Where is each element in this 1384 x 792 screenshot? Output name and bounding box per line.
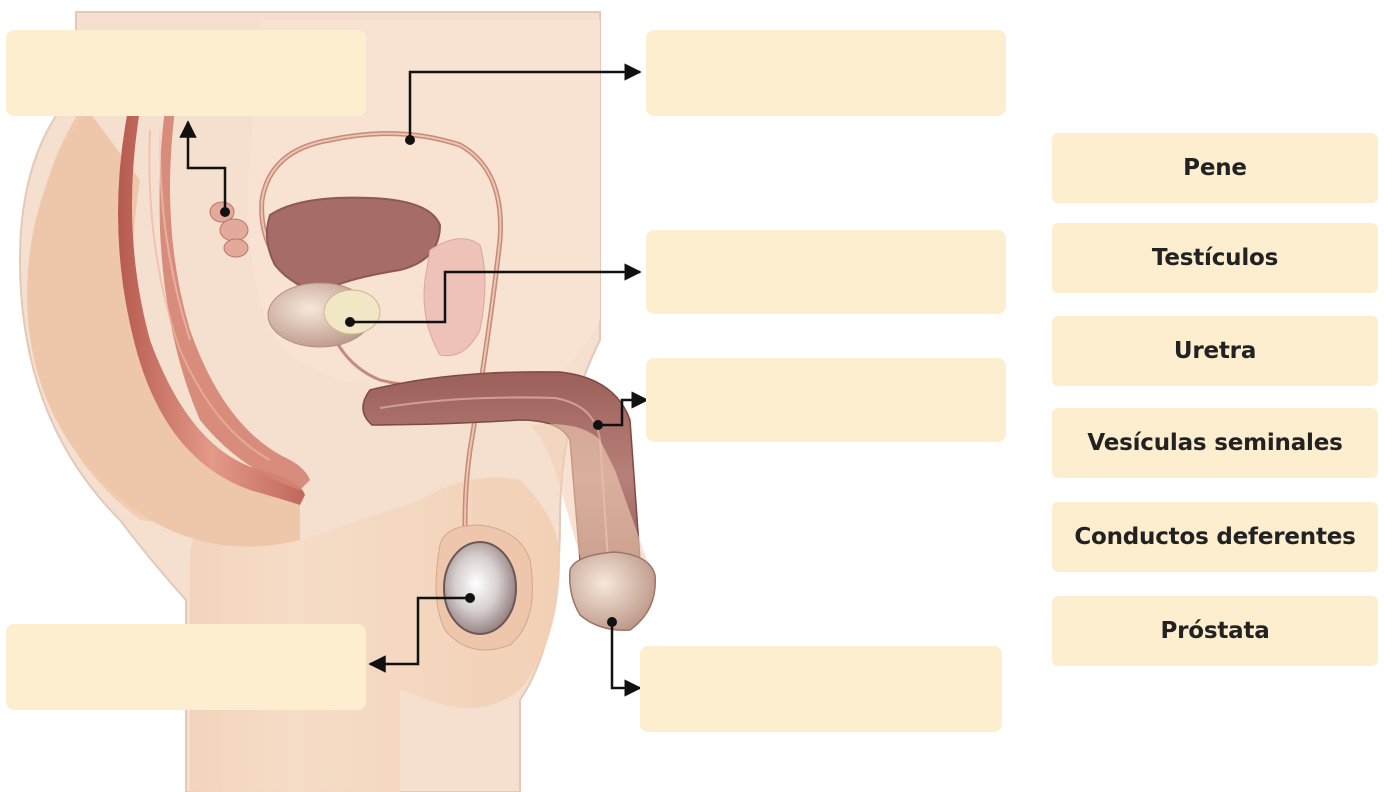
answer-box-top-left[interactable] [6,30,366,116]
word-chip-conductos-deferentes[interactable]: Conductos deferentes [1052,502,1378,572]
answer-box-bottom-right[interactable] [640,646,1002,732]
pubic-bone [424,239,485,356]
word-chip-prostata[interactable]: Próstata [1052,596,1378,666]
testis [444,542,516,634]
leader-penis [612,622,640,688]
answer-box-penis-upper[interactable] [646,358,1006,442]
word-chip-testiculos[interactable]: Testículos [1052,223,1378,293]
answer-box-mid-right[interactable] [646,230,1006,314]
answer-box-bottom-left[interactable] [6,624,366,710]
word-chip-pene[interactable]: Pene [1052,133,1378,203]
word-chip-vesiculas-seminales[interactable]: Vesículas seminales [1052,408,1378,478]
word-chip-uretra[interactable]: Uretra [1052,316,1378,386]
answer-box-top-right[interactable] [646,30,1006,116]
